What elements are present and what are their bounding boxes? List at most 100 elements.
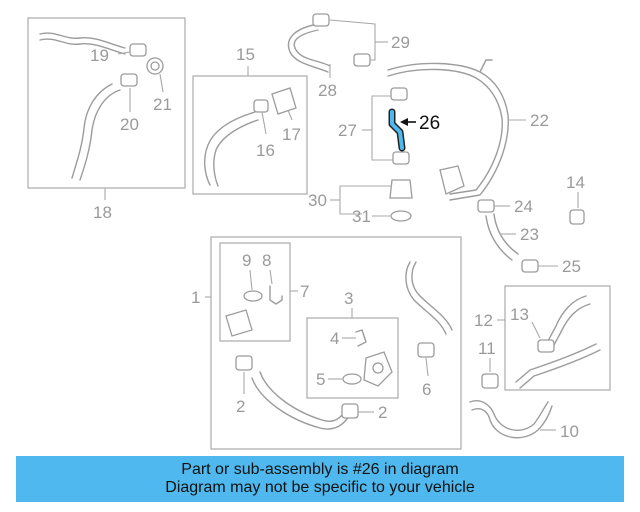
leader-13 [531, 321, 541, 339]
callout-3[interactable]: 3 [344, 289, 353, 308]
callout-8[interactable]: 8 [262, 251, 271, 270]
callout-23[interactable]: 23 [520, 225, 539, 244]
callout-7[interactable]: 7 [300, 282, 309, 301]
hose-13-inner [551, 303, 591, 351]
hose-1-right [405, 261, 447, 335]
callout-30[interactable]: 30 [308, 191, 327, 210]
group-box-12 [504, 285, 611, 391]
hose-26-highlight[interactable] [390, 110, 404, 150]
clamp-6 [417, 342, 435, 358]
leader-9 [249, 269, 253, 291]
hose-10-inner [471, 405, 553, 439]
fitting-30 [389, 179, 413, 199]
callout-22[interactable]: 22 [530, 111, 549, 130]
banner-line-1: Part or sub-assembly is #26 in diagram [181, 461, 459, 478]
callout-12[interactable]: 12 [474, 311, 493, 330]
arrow-26 [400, 118, 408, 126]
clamp-2b [341, 403, 359, 419]
clamp-27b [392, 151, 410, 165]
callout-6[interactable]: 6 [422, 380, 431, 399]
callout-2b[interactable]: 2 [378, 403, 387, 422]
leader-21 [159, 73, 164, 93]
fitting-21-inner [150, 61, 160, 71]
hose-10 [469, 400, 549, 432]
callout-21[interactable]: 21 [153, 95, 172, 114]
hose-1-right-inner [411, 261, 453, 331]
callout-27[interactable]: 27 [338, 121, 357, 140]
fitting-7 [225, 309, 253, 337]
callout-24[interactable]: 24 [514, 197, 533, 216]
callout-15[interactable]: 15 [236, 45, 255, 64]
callout-16[interactable]: 16 [256, 141, 275, 160]
fitting-22-end [439, 165, 465, 195]
callout-13[interactable]: 13 [510, 305, 529, 324]
callout-11[interactable]: 11 [478, 339, 496, 358]
callout-18[interactable]: 18 [93, 203, 112, 222]
hose-long-left-inner [71, 83, 113, 179]
callout-20[interactable]: 20 [120, 115, 139, 134]
clamp-24 [477, 199, 495, 213]
clamp-19 [129, 43, 147, 57]
leader-16 [261, 111, 267, 135]
group-box-18 [27, 17, 186, 189]
hose-upper-left [39, 32, 126, 49]
clip-4 [355, 329, 367, 347]
callout-4[interactable]: 4 [330, 329, 339, 348]
banner-line-2: Diagram may not be specific to your vehi… [165, 479, 475, 496]
leader-27 [371, 95, 393, 161]
hose-2-inner [259, 371, 347, 422]
callout-28[interactable]: 28 [318, 81, 337, 100]
hose-upper-left-inner [39, 38, 126, 55]
hose-15-inner [213, 119, 259, 187]
clamp-11 [481, 373, 499, 389]
clamp-14 [569, 209, 585, 225]
parts-diagram: 19 20 21 18 15 16 17 29 28 22 27 26 30 3… [27, 13, 611, 450]
callout-2a[interactable]: 2 [236, 397, 245, 416]
clamp-29a [312, 13, 330, 27]
callout-17[interactable]: 17 [282, 125, 301, 144]
pipe-12 [515, 343, 597, 383]
callout-25[interactable]: 25 [562, 257, 581, 276]
callout-1[interactable]: 1 [191, 288, 200, 307]
leader-17 [287, 109, 293, 121]
hose-23-inner [493, 213, 519, 255]
group-box-7 [219, 242, 291, 342]
callout-9[interactable]: 9 [242, 251, 251, 270]
callout-29[interactable]: 29 [391, 33, 410, 52]
hose-28-inner [287, 23, 329, 73]
callout-31[interactable]: 31 [352, 207, 371, 226]
hose-long-left [79, 89, 121, 181]
clamp-20 [120, 73, 138, 87]
pipe-22-branch [479, 59, 493, 73]
callout-14[interactable]: 14 [566, 173, 585, 192]
o-ring-31 [390, 210, 412, 222]
info-banner: Part or sub-assembly is #26 in diagram D… [16, 456, 624, 502]
clamp-25 [521, 259, 539, 273]
callout-19[interactable]: 19 [90, 46, 109, 65]
callout-10[interactable]: 10 [560, 422, 579, 441]
hose-15 [203, 111, 256, 186]
leader-6 [425, 357, 429, 377]
housing-3-port [372, 362, 384, 374]
clamp-29b [353, 53, 371, 67]
hose-23 [485, 215, 513, 261]
clip-8 [269, 285, 283, 305]
pipe-22-inner [387, 68, 503, 195]
o-ring-9 [243, 290, 263, 302]
fitting-17 [271, 87, 297, 115]
leader-8 [269, 269, 273, 285]
callout-5[interactable]: 5 [316, 370, 325, 389]
pipe-12-inner [519, 349, 601, 389]
o-ring-5 [342, 373, 362, 385]
clamp-27a [390, 87, 408, 101]
hose-13 [545, 295, 587, 347]
clamp-2a [235, 355, 253, 371]
group-box-15 [192, 75, 308, 195]
clamp-13 [537, 339, 555, 353]
hose-2 [251, 377, 351, 430]
callout-26[interactable]: 26 [419, 113, 440, 134]
leader-19 [117, 51, 131, 55]
group-box-1 [210, 236, 462, 450]
hose-28 [293, 29, 331, 67]
clamp-16 [253, 99, 269, 113]
